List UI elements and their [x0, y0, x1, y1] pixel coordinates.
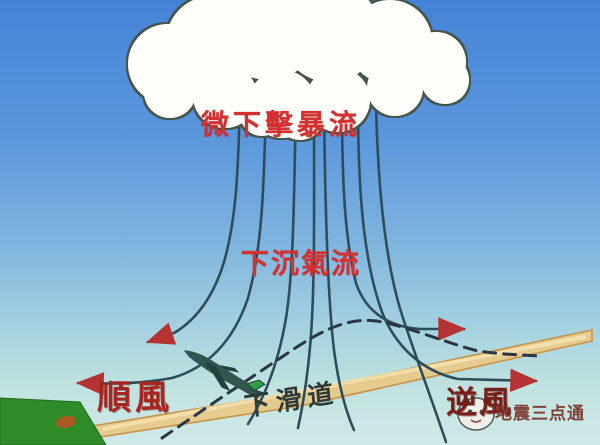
ground-terrain — [0, 397, 107, 445]
streamline-center-1 — [296, 98, 316, 430]
headwind-label: 逆風 — [446, 385, 514, 420]
streamline-left-3 — [246, 99, 298, 426]
flight-path-dashed — [160, 318, 542, 440]
microburst-label: 微下擊暴流 — [201, 109, 362, 140]
cumulonimbus-cloud-icon — [128, 0, 469, 140]
watermark-text: 地震三点通 — [495, 404, 585, 423]
watermark-logo-icon — [457, 397, 495, 431]
streamline-left-2 — [75, 99, 268, 396]
downdraft-label: 下沉氣流 — [241, 248, 362, 279]
tailwind-label: 順風 — [97, 379, 173, 417]
ground-marker — [56, 415, 76, 429]
streamline-right-2 — [356, 100, 539, 393]
streamline-right-3 — [374, 101, 448, 444]
streamline-left-1 — [145, 101, 242, 345]
